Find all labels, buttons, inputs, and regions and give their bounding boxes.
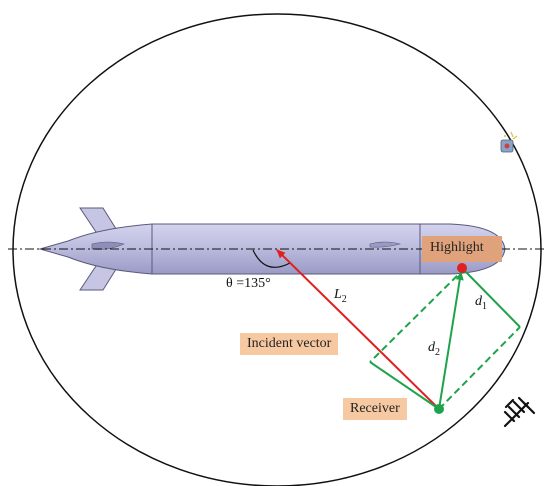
d1-main: d (475, 294, 482, 309)
green-solid-line-mid (369, 361, 440, 410)
green-solid-line-d1-a (461, 267, 521, 328)
incident-vector-label: Incident vector (240, 333, 339, 355)
highlight-label: Highlight (430, 240, 484, 255)
green-dashed-line-left (369, 267, 466, 363)
highlight-point (457, 263, 467, 273)
small-model-icon (500, 131, 518, 153)
d2-label: d2 (428, 340, 440, 361)
d1-label: d1 (475, 294, 487, 315)
submarine-hull (38, 207, 506, 291)
d2-main: d (428, 340, 435, 355)
L2-sub: 2 (341, 293, 347, 305)
highlight-box (422, 236, 502, 262)
boundary-circle (12, 13, 542, 486)
L2-main: L (334, 287, 342, 302)
theta-label: θ =135° (226, 276, 271, 291)
angle-arc (252, 249, 291, 268)
receiver-label: Receiver (343, 398, 407, 420)
receiver-point (434, 404, 444, 414)
d1-sub: 1 (482, 300, 487, 312)
hydrophone-array-icon (503, 396, 536, 428)
incident-vector-arrow (276, 249, 440, 410)
green-dashed-line-right (438, 326, 521, 410)
green-solid-line-d2 (438, 271, 464, 410)
d2-sub: 2 (435, 346, 440, 358)
L2-label: L2 (334, 287, 347, 308)
